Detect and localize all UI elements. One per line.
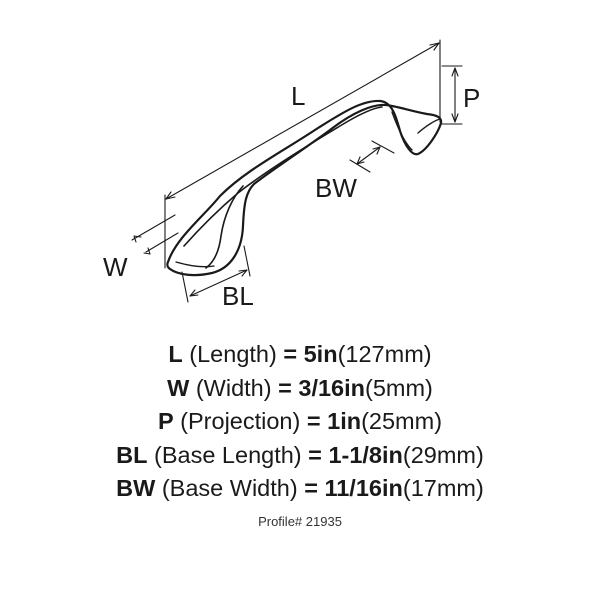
spec-mm-value: (29mm) — [402, 441, 484, 468]
dimension-specs: L (Length) = 5in(127mm) W (Width) = 3/16… — [0, 338, 600, 506]
spec-inch-value: 3/16in — [298, 374, 365, 401]
handle-inner-line-front-foot — [175, 261, 215, 268]
spec-inch-value: 11/16in — [324, 475, 403, 501]
handle-inner-line-base — [391, 111, 413, 151]
label-width: W — [103, 252, 128, 282]
spec-mm-value: (127mm) — [337, 341, 432, 367]
base-length-dimension — [181, 245, 251, 303]
spec-equals: = — [283, 341, 298, 367]
handle-inner-line-front — [205, 185, 244, 269]
label-base-length: BL — [222, 281, 254, 311]
spec-line-length: L (Length) = 5in(127mm) — [0, 338, 600, 372]
spec-code: P — [157, 408, 174, 434]
handle-inner-line-tip — [417, 118, 441, 134]
handle-dimension-diagram: L P BW W BL — [103, 39, 480, 311]
profile-number: Profile# 21935 — [258, 514, 342, 529]
spec-equals: = — [306, 408, 321, 434]
spec-line-projection: P (Projection) = 1in(25mm) — [0, 405, 600, 439]
spec-line-base-width: BW (Base Width) = 11/16in(17mm) — [0, 472, 600, 506]
label-base-width: BW — [315, 173, 357, 203]
spec-mm-value: (25mm) — [361, 408, 443, 434]
spec-mm-value: (17mm) — [402, 475, 484, 501]
spec-inch-value: 1-1/8in — [328, 441, 403, 468]
spec-inch-value: 5in — [303, 341, 338, 367]
spec-code: BW — [116, 475, 156, 501]
length-dimension — [164, 39, 441, 269]
spec-code: BL — [116, 441, 148, 468]
spec-mm-value: (5mm) — [365, 374, 433, 401]
spec-name: (Base Length) — [154, 441, 302, 468]
label-projection: P — [463, 83, 480, 113]
spec-code: L — [168, 341, 183, 367]
label-length: L — [291, 81, 305, 111]
width-dimension — [131, 214, 179, 255]
spec-name: (Base Width) — [161, 475, 298, 501]
handle-inner-line-top — [183, 106, 383, 247]
projection-dimension — [441, 65, 463, 125]
spec-line-width: W (Width) = 3/16in(5mm) — [0, 372, 600, 406]
spec-name: (Width) — [195, 374, 272, 401]
spec-equals: = — [304, 475, 318, 501]
spec-equals: = — [308, 441, 322, 468]
spec-code: W — [167, 374, 190, 401]
spec-name: (Projection) — [180, 408, 301, 434]
spec-name: (Length) — [189, 341, 277, 367]
spec-equals: = — [278, 374, 292, 401]
base-width-dimension — [349, 140, 395, 173]
spec-line-base-length: BL (Base Length) = 1-1/8in(29mm) — [0, 439, 600, 473]
spec-inch-value: 1in — [327, 408, 362, 434]
handle-outline — [166, 99, 443, 277]
